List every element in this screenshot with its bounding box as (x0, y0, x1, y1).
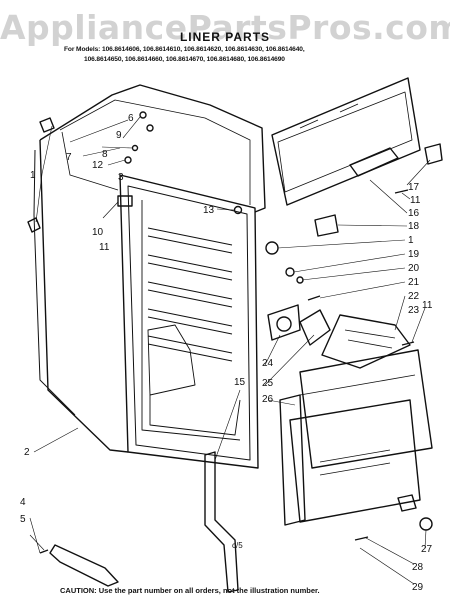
callout-18: 18 (408, 221, 420, 232)
callout-20: 20 (408, 263, 420, 274)
drain-tube (33, 149, 76, 416)
callout-21: 21 (408, 277, 420, 288)
callout-11a: 11 (99, 242, 110, 253)
crisper-well (147, 324, 196, 396)
liner-interior-back (141, 200, 241, 441)
callout-28: 28 (412, 562, 424, 573)
leader-lines (29, 116, 431, 585)
shelf-rail-5 (147, 335, 233, 362)
caution-note: CAUTION: Use the part number on all orde… (60, 586, 320, 595)
callout-7: 7 (66, 152, 72, 163)
shelf-rail-4 (147, 308, 233, 335)
watermark: AppliancePartsPros.com (0, 8, 450, 47)
rear-panel-26 (289, 399, 421, 523)
callout-labels: 1 2 4 5 6 7 8 9 10 11 12 13 15 16 17 11 … (20, 113, 433, 593)
bracket-lower (397, 494, 417, 512)
shelf-rail-2 (147, 254, 233, 281)
clip-10 (117, 195, 133, 207)
callout-10: 10 (92, 227, 104, 238)
callout-9: 9 (116, 130, 122, 141)
callout-4: 4 (20, 497, 26, 508)
fan-motor-24 (267, 304, 301, 341)
callout-16: 16 (408, 208, 420, 219)
models-prefix: For Models: (64, 46, 101, 53)
hinge-bracket-3 (49, 544, 119, 587)
cover-18 (314, 214, 339, 237)
callout-8: 8 (102, 149, 108, 160)
grommet-20 (285, 267, 295, 277)
callout-19: 19 (408, 249, 420, 260)
callout-11b: 11 (410, 195, 421, 206)
liner-front-frame (119, 174, 259, 469)
callout-6: 6 (128, 113, 134, 124)
shelf-rail-1 (147, 227, 233, 254)
models-line-1: 106.8614606, 106.8614610, 106.8614620, 1… (102, 46, 305, 53)
liner-inner-frame (127, 185, 251, 461)
screw-11-mid (401, 341, 415, 346)
screw-13 (233, 205, 243, 215)
knob-27 (419, 517, 433, 531)
liner-top-edge (39, 84, 266, 213)
fan-blade-25 (299, 309, 331, 346)
screw-28 (354, 536, 369, 541)
thermostat-knob-housing (349, 147, 399, 177)
callout-29: 29 (412, 582, 424, 593)
panel-side-flange (279, 394, 306, 526)
control-panel-inner (277, 91, 413, 193)
margin-note: c/5 (232, 541, 243, 550)
callout-15: 15 (234, 377, 246, 388)
screw-8 (131, 144, 139, 152)
screw-9 (139, 111, 147, 119)
liner-ceiling (59, 99, 251, 205)
callout-22: 22 (408, 291, 420, 302)
screw-22 (307, 295, 321, 301)
shelf-rail-3 (147, 281, 233, 308)
callout-27: 27 (421, 544, 433, 555)
panel-vents (319, 449, 391, 476)
hinge-pin-top (39, 117, 55, 133)
drain-trough-15 (204, 451, 239, 593)
screw-6 (146, 124, 154, 132)
callout-1: 1 (30, 170, 36, 181)
callout-2: 2 (24, 447, 30, 458)
callout-11c: 11 (422, 300, 433, 311)
bracket-17 (424, 143, 443, 165)
callout-12: 12 (92, 160, 104, 171)
callout-23: 23 (408, 305, 420, 316)
screw-4 (39, 549, 49, 554)
callout-1b: 1 (408, 235, 414, 246)
control-panel (271, 77, 421, 206)
liner-ceiling-front (61, 131, 119, 191)
screw-12 (124, 156, 132, 164)
panel-slots (299, 103, 359, 129)
liner-left-wall (39, 139, 129, 453)
callout-24: 24 (262, 358, 274, 369)
callout-25: 25 (262, 378, 274, 389)
fan-shroud-ribs (344, 329, 396, 349)
model-list: For Models: 106.8614606, 106.8614610, 10… (64, 45, 450, 65)
rear-panel-edge (299, 374, 416, 396)
callout-3: 3 (118, 172, 124, 183)
callout-17: 17 (408, 182, 420, 193)
callout-26: 26 (262, 394, 274, 405)
bearing-19 (265, 241, 279, 255)
screw-11-top (394, 189, 409, 194)
hinge-pin-bottom (27, 217, 41, 233)
callout-5: 5 (20, 514, 26, 525)
callout-13: 13 (203, 205, 215, 216)
models-line-2: 106.8614650, 106.8614660, 106.8614670, 1… (84, 56, 285, 63)
diagram-title: LINER PARTS (179, 30, 271, 44)
liner-floor (149, 395, 241, 436)
rear-panel-upper (299, 349, 433, 469)
motor-shaft (276, 316, 292, 332)
